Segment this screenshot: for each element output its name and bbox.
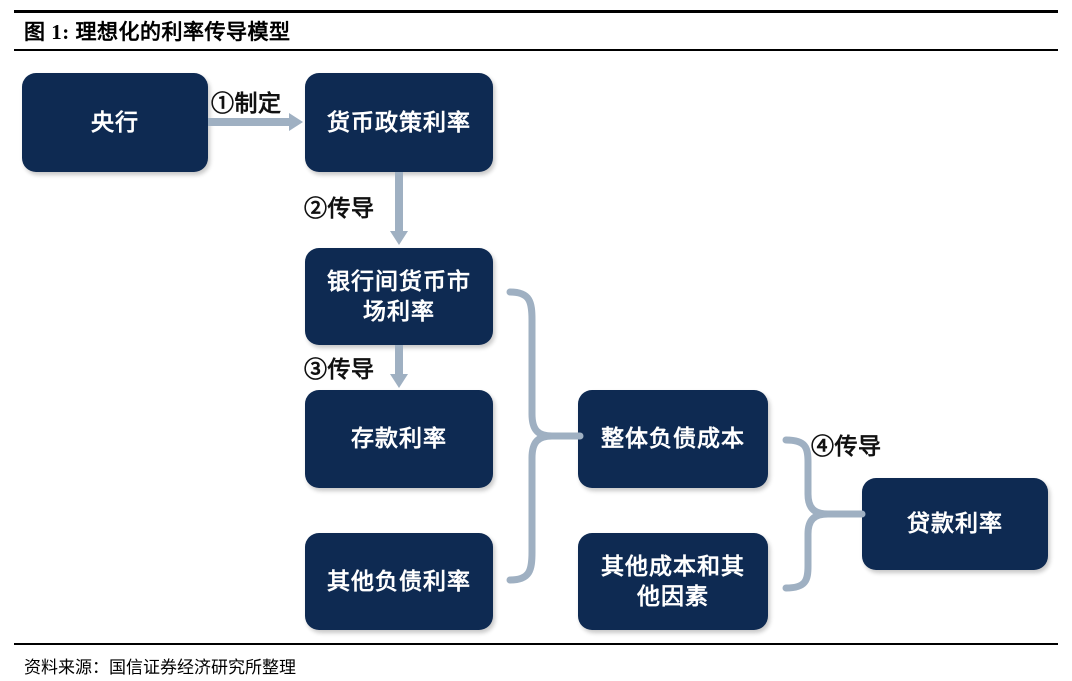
top-divider <box>14 10 1058 13</box>
bottom-divider <box>14 643 1058 645</box>
node-deposit-rate-label: 存款利率 <box>351 426 447 452</box>
node-central-bank-label: 央行 <box>91 109 139 135</box>
step-label-4: ④传导 <box>811 434 882 459</box>
brace-right-to-loan-rate <box>780 434 866 594</box>
node-interbank-rate-label: 银行间货币市 场利率 <box>327 269 471 324</box>
node-overall-liability-cost: 整体负债成本 <box>578 390 768 488</box>
node-deposit-rate: 存款利率 <box>305 390 493 488</box>
node-other-liability-rate: 其他负债利率 <box>305 533 493 630</box>
node-other-costs-factors: 其他成本和其 他因素 <box>578 533 768 630</box>
step-label-1: ①制定 <box>211 91 282 116</box>
node-other-costs-factors-label: 其他成本和其 他因素 <box>601 554 745 609</box>
node-other-liability-rate-label: 其他负债利率 <box>327 568 471 594</box>
node-policy-rate: 货币政策利率 <box>305 73 493 172</box>
arrow-head-to-interbank <box>390 231 408 245</box>
connector-interbank-to-deposit <box>395 345 403 377</box>
brace-left-to-overall-liability-cost <box>504 286 584 586</box>
figure-title: 图 1: 理想化的利率传导模型 <box>24 20 291 44</box>
node-interbank-rate: 银行间货币市 场利率 <box>305 248 493 345</box>
connector-policy-rate-to-interbank <box>395 172 403 232</box>
arrow-head-to-policy-rate <box>289 113 303 131</box>
title-divider <box>14 49 1058 51</box>
step-label-3: ③传导 <box>304 357 375 382</box>
node-policy-rate-label: 货币政策利率 <box>327 109 471 135</box>
node-overall-liability-cost-label: 整体负债成本 <box>601 426 745 452</box>
node-central-bank: 央行 <box>22 73 208 172</box>
arrow-head-to-deposit <box>390 374 408 388</box>
node-loan-rate: 贷款利率 <box>862 478 1048 570</box>
connector-central-bank-to-policy-rate <box>208 118 290 126</box>
figure-source: 资料来源：国信证券经济研究所整理 <box>24 658 296 677</box>
node-loan-rate-label: 贷款利率 <box>907 511 1003 537</box>
step-label-2: ②传导 <box>304 196 375 221</box>
